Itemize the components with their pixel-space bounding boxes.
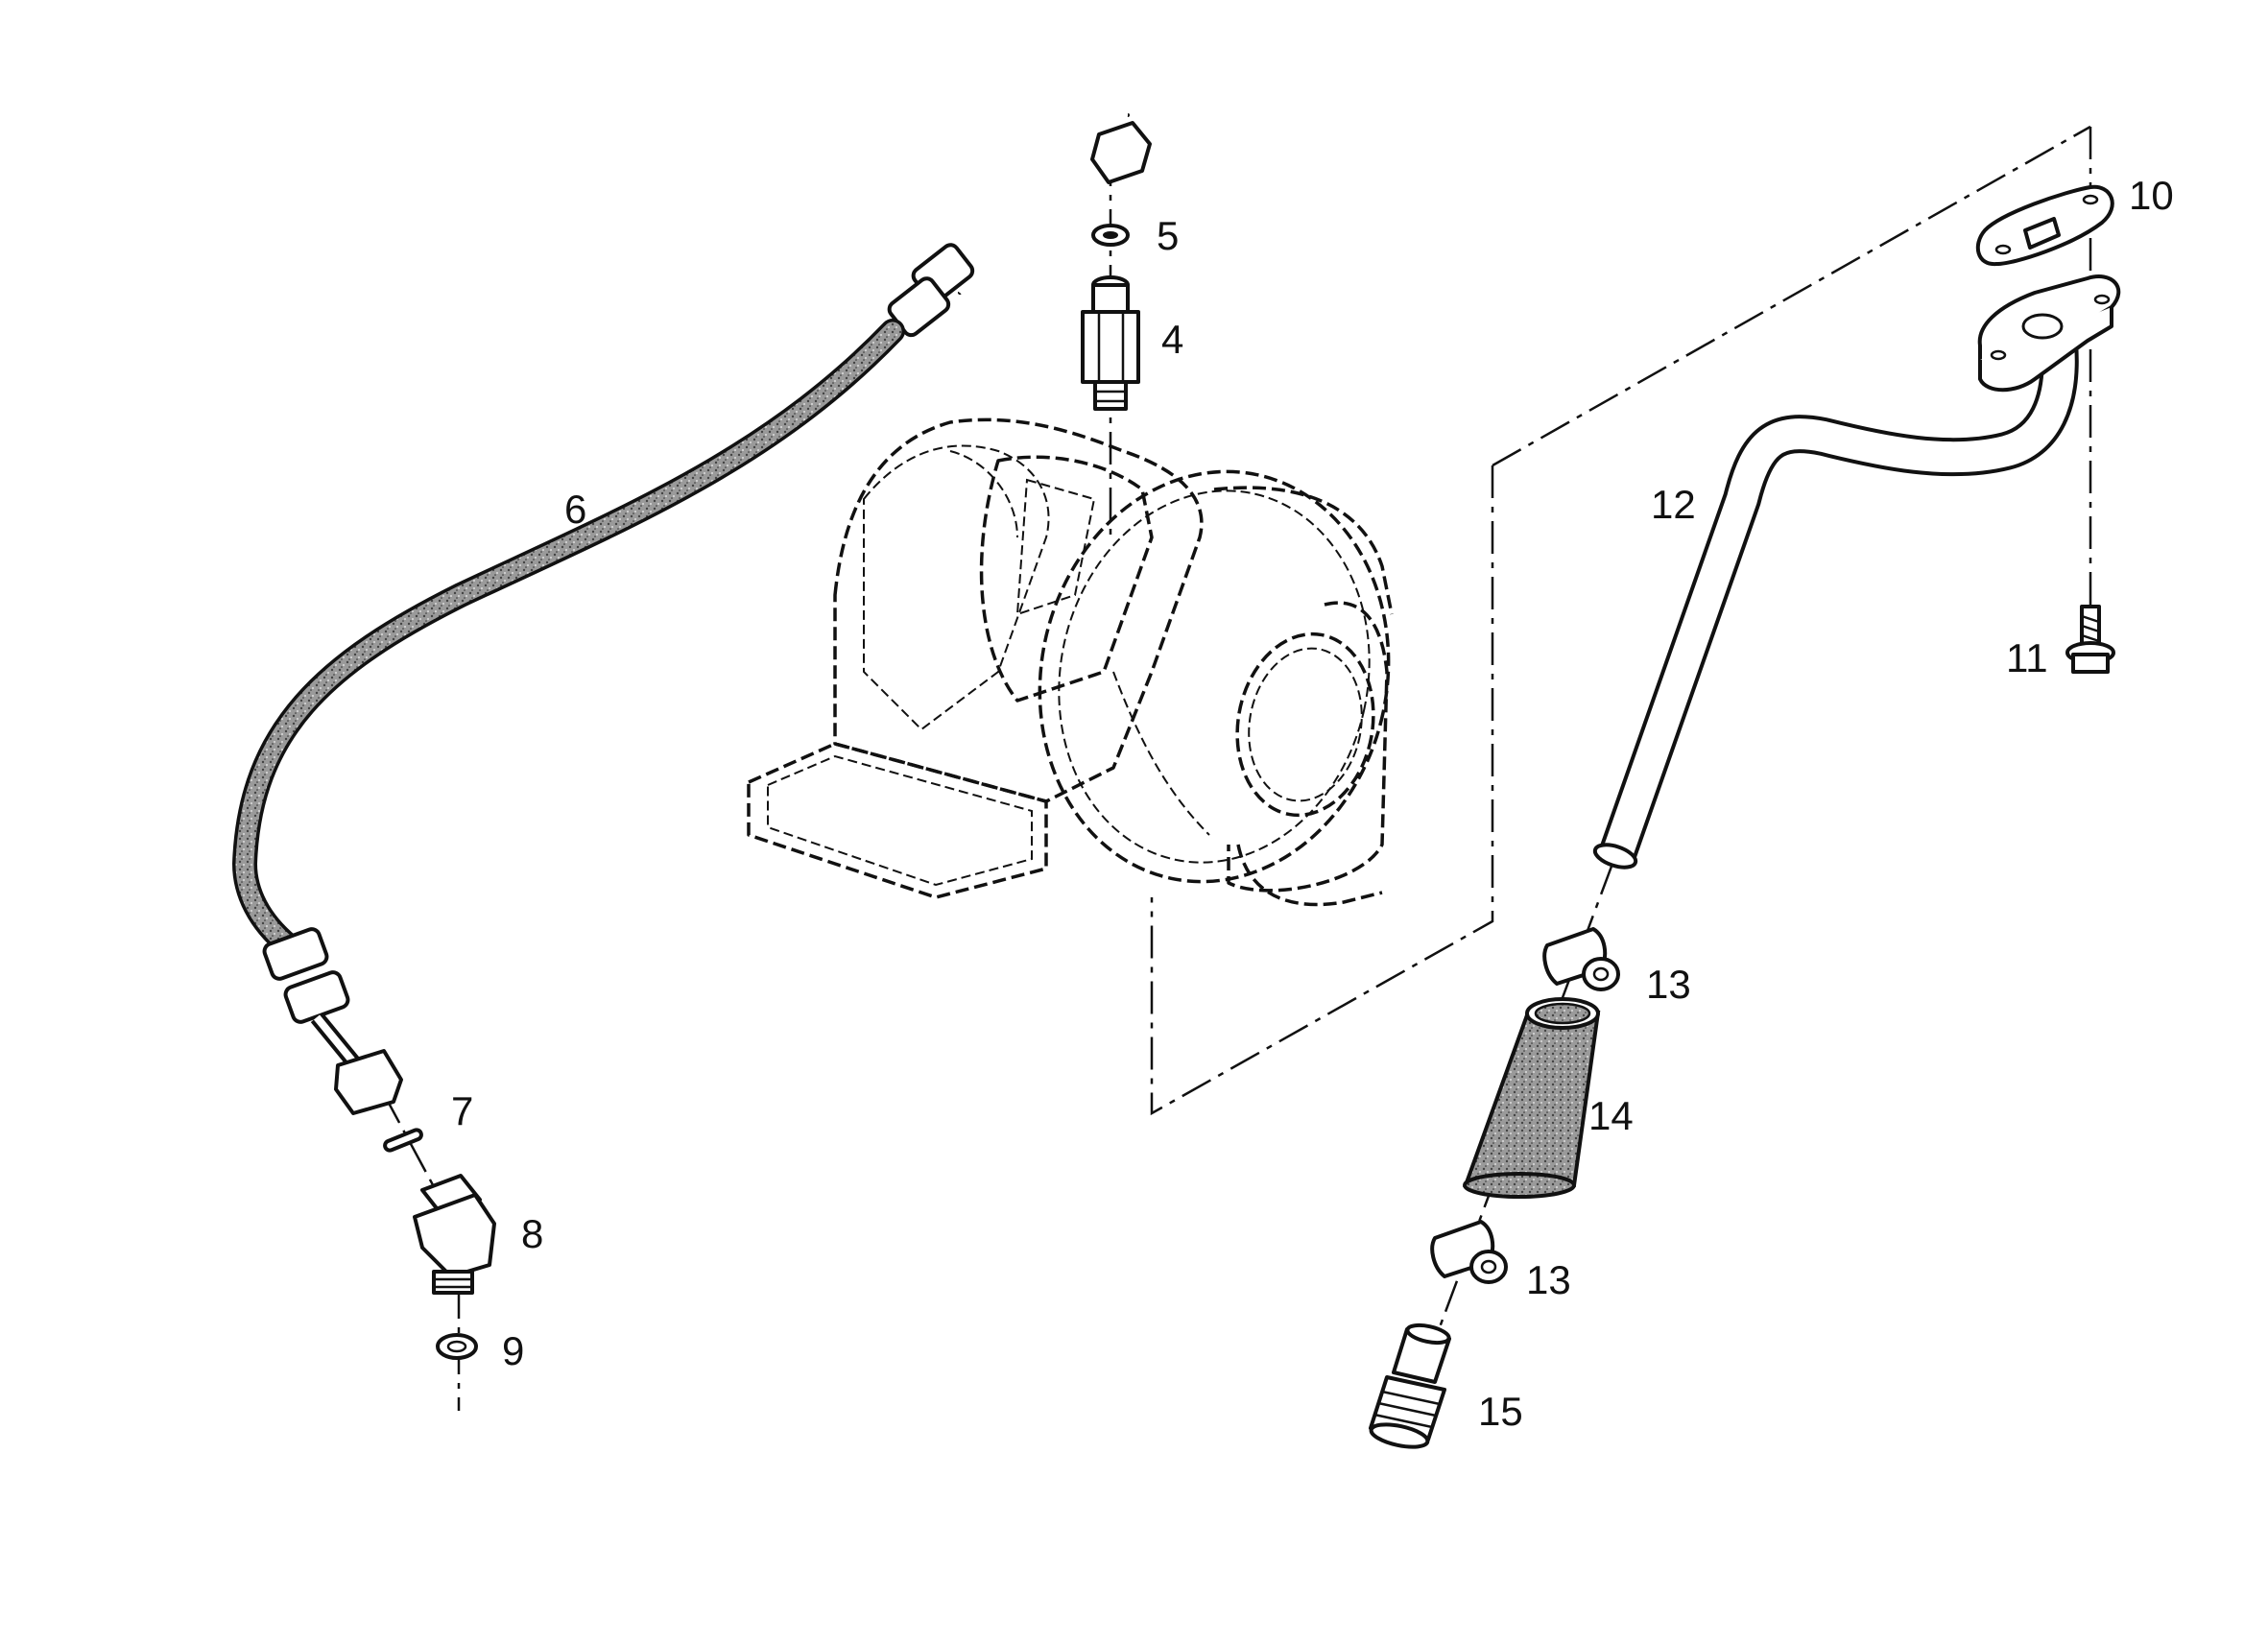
callout-15: 15 — [1478, 1389, 1523, 1434]
callout-13-lower: 13 — [1526, 1257, 1571, 1302]
callout-4: 4 — [1161, 317, 1183, 362]
callout-12: 12 — [1651, 482, 1696, 527]
gasket-part-10 — [1975, 184, 2114, 267]
callout-6: 6 — [564, 487, 586, 532]
callout-11: 11 — [2006, 635, 2048, 680]
callout-labels: 4 5 6 7 8 9 10 11 12 13 13 14 15 — [451, 173, 2174, 1434]
callout-9: 9 — [502, 1328, 524, 1373]
callout-14: 14 — [1588, 1093, 1634, 1138]
hose-connector-part-15 — [1369, 1322, 1451, 1449]
adapter-fitting-part-4 — [1081, 275, 1140, 411]
hose-sleeve-part-14 — [1463, 997, 1601, 1199]
oil-feed-hose-part-6 — [231, 109, 1152, 1115]
hose-clamp-upper-part-13 — [1542, 927, 1620, 991]
callout-13-upper: 13 — [1646, 962, 1691, 1007]
callout-5: 5 — [1157, 213, 1179, 258]
o-ring-part-7 — [383, 1128, 423, 1153]
callout-8: 8 — [521, 1211, 543, 1256]
washer-part-9 — [436, 1333, 478, 1360]
turbocharger-phantom — [747, 417, 1394, 907]
callout-7: 7 — [451, 1088, 473, 1133]
assembly-guide-lines — [382, 125, 2092, 1411]
callout-10: 10 — [2129, 173, 2174, 218]
sealing-washer-part-5 — [1091, 224, 1130, 247]
flange-bolt-part-11 — [2065, 605, 2115, 674]
hose-clamp-lower-part-13 — [1430, 1220, 1508, 1284]
oil-drain-tube-part-12 — [1592, 274, 2121, 870]
elbow-fitting-part-8 — [413, 1174, 496, 1295]
